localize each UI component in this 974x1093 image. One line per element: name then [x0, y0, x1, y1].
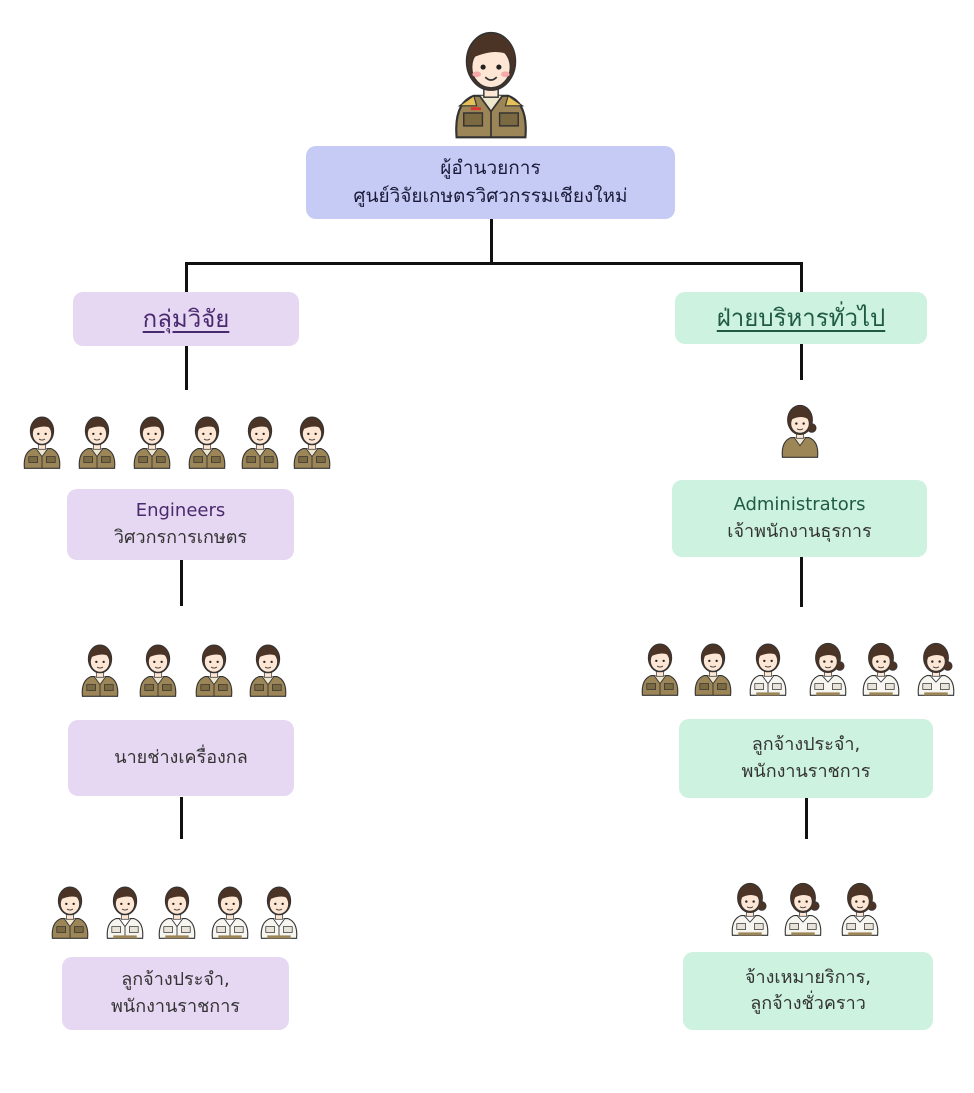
- male-staff-white-icon: [208, 868, 252, 950]
- engineers-thai-label: วิศวกรการเกษตร: [113, 526, 248, 548]
- engineers-label: Engineers: [135, 500, 226, 522]
- male-officer-khaki-icon: [48, 868, 92, 950]
- mechanics-label: นายช่างเครื่องกล: [114, 746, 248, 768]
- male-officer-khaki-icon: [192, 626, 236, 708]
- connector-left-3: [180, 797, 183, 839]
- research-group-title-box: กลุ่มวิจัย: [73, 292, 299, 346]
- left-staff-box: ลูกจ้างประจำ, พนักงานราชการ: [62, 957, 289, 1030]
- connector-right-branch: [800, 262, 803, 292]
- contract-staff-box: จ้างเหมายริการ, ลูกจ้างชั่วคราว: [683, 952, 933, 1030]
- male-officer-khaki-icon: [20, 398, 64, 480]
- connector-left-1: [185, 346, 188, 390]
- connector-right-2: [800, 557, 803, 607]
- engineers-box: Engineers วิศวกรการเกษตร: [67, 489, 294, 560]
- male-staff-white-icon: [155, 868, 199, 950]
- male-staff-white-icon: [257, 868, 301, 950]
- left-staff-line2: พนักงานราชการ: [111, 995, 240, 1017]
- director-box: ผู้อำนวยการ ศูนย์วิจัยเกษตรวิศวกรรมเชียง…: [306, 146, 675, 219]
- male-officer-khaki-icon: [78, 626, 122, 708]
- male-officer-khaki-icon: [638, 626, 682, 706]
- connector-left-2: [180, 560, 183, 606]
- director-title: ผู้อำนวยการ: [440, 156, 541, 179]
- female-staff-white-icon: [806, 626, 850, 706]
- male-officer-khaki-icon: [246, 626, 290, 708]
- female-officer-khaki-icon: [778, 388, 822, 468]
- female-staff-white-icon: [728, 866, 772, 946]
- male-officer-khaki-icon: [290, 398, 334, 480]
- right-staff-box: ลูกจ้างประจำ, พนักงานราชการ: [679, 719, 933, 798]
- right-staff-line1: ลูกจ้างประจำ,: [751, 734, 861, 756]
- connector-right-3: [805, 797, 808, 839]
- female-staff-white-icon: [781, 866, 825, 946]
- administrators-box: Administrators เจ้าพนักงานธุรการ: [672, 480, 927, 557]
- male-officer-khaki-icon: [691, 626, 735, 706]
- mechanics-box: นายช่างเครื่องกล: [68, 720, 294, 796]
- connector-left-branch: [185, 262, 188, 292]
- male-officer-khaki-icon: [238, 398, 282, 480]
- male-officer-khaki-icon: [185, 398, 229, 480]
- connector-horizontal: [185, 262, 803, 265]
- male-officer-khaki-icon: [75, 398, 119, 480]
- admin-group-title: ฝ่ายบริหารทั่วไป: [716, 303, 886, 332]
- director-icon: [455, 31, 527, 139]
- center-name: ศูนย์วิจัยเกษตรวิศวกรรมเชียงใหม่: [353, 184, 628, 207]
- left-staff-line1: ลูกจ้างประจำ,: [121, 969, 230, 991]
- connector-head-down: [490, 218, 493, 264]
- contract-staff-line2: ลูกจ้างชั่วคราว: [750, 993, 866, 1014]
- right-staff-line2: พนักงานราชการ: [741, 760, 871, 782]
- male-officer-khaki-icon: [136, 626, 180, 708]
- connector-right-1: [800, 344, 803, 380]
- male-staff-white-icon: [746, 626, 790, 706]
- female-staff-white-icon: [914, 626, 958, 706]
- administrators-label: Administrators: [733, 494, 866, 516]
- male-staff-white-icon: [103, 868, 147, 950]
- female-staff-white-icon: [838, 866, 882, 946]
- administrators-thai-label: เจ้าพนักงานธุรการ: [727, 520, 872, 542]
- admin-group-title-box: ฝ่ายบริหารทั่วไป: [675, 292, 927, 344]
- female-staff-white-icon: [859, 626, 903, 706]
- male-officer-khaki-icon: [130, 398, 174, 480]
- research-group-title: กลุ่มวิจัย: [142, 304, 230, 333]
- contract-staff-line1: จ้างเหมายริการ,: [744, 966, 872, 988]
